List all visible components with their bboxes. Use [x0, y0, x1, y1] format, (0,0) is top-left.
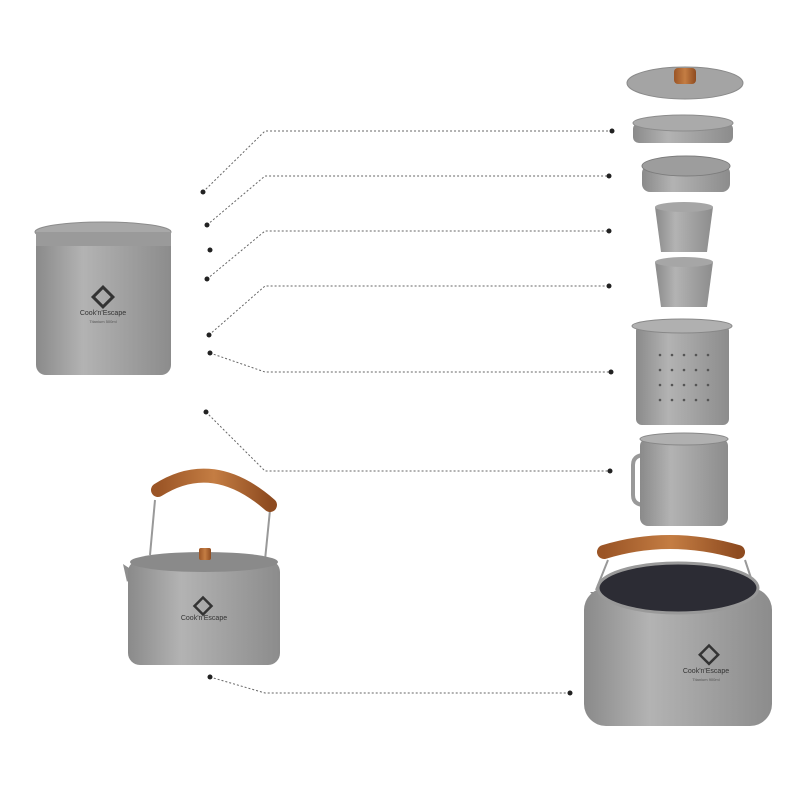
callout-line [208, 285, 609, 336]
callout-dot [207, 247, 213, 253]
callout-dot [606, 173, 612, 179]
callout-dot [606, 228, 612, 234]
callout-dot [203, 409, 209, 415]
callout-dot [207, 674, 213, 680]
callout-dot [207, 350, 213, 356]
callout-dot [204, 276, 210, 282]
part-small-cup [655, 257, 713, 307]
callout-dot [206, 332, 212, 338]
callout-line [206, 230, 609, 280]
callout-dots [200, 128, 615, 696]
callout-line [206, 175, 609, 226]
assembled-kettle: Cook'n'Escape [123, 468, 280, 665]
callout-line [205, 411, 610, 472]
part-kettle: Cook'n'Escape Titanium 900ml [584, 535, 772, 726]
callout-line [202, 130, 612, 193]
assembled-mug: Cook'n'Escape Titanium 500ml [34, 221, 172, 375]
callout-line [209, 352, 611, 373]
callout-lines [202, 130, 612, 694]
kettle-marking: Titanium 900ml [692, 677, 719, 682]
callout-dot [607, 468, 613, 474]
callout-dot [608, 369, 614, 375]
callout-line [209, 676, 570, 694]
brand-logo-text: Cook'n'Escape [80, 310, 126, 317]
part-tea-infuser [631, 318, 733, 425]
brand-logo-text: Cook'n'Escape [181, 615, 227, 622]
mug-marking: Titanium 500ml [89, 319, 116, 324]
callout-dot [200, 189, 206, 195]
part-mug-with-folding-handle [631, 432, 729, 526]
part-divided-lid [641, 155, 731, 192]
part-lid-with-wood-knob [626, 66, 744, 100]
callout-dot [606, 283, 612, 289]
part-flat-lid [632, 114, 734, 143]
brand-logo-text: Cook'n'Escape [683, 668, 729, 675]
callout-dot [567, 690, 573, 696]
part-small-cup [655, 202, 713, 252]
callout-dot [204, 222, 210, 228]
callout-dot [609, 128, 615, 134]
